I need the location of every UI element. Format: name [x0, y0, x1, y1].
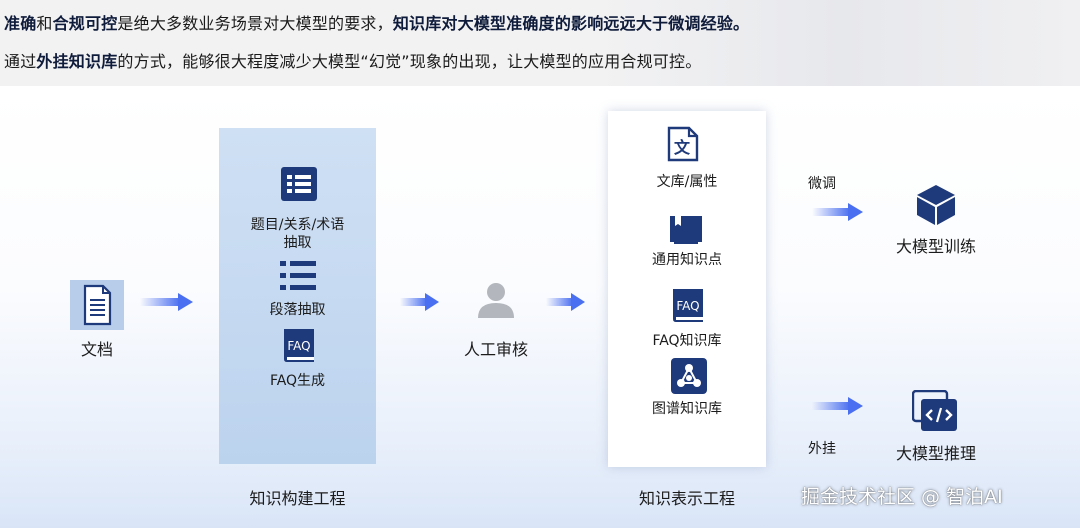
arrow-build-to-review — [400, 292, 440, 312]
faq-book-icon: FAQ — [281, 326, 317, 366]
target-inference-label: 大模型推理 — [895, 444, 976, 463]
bold-phrase: 知识库对大模型准确度的影响远远大于微调经验。 — [392, 14, 750, 33]
build-item-1-label-b: 抽取 — [283, 235, 312, 251]
target-training-label: 大模型训练 — [895, 237, 976, 256]
open-book-icon — [668, 214, 704, 246]
repr-item-3-label: FAQ知识库 — [652, 333, 722, 349]
person-icon — [476, 280, 516, 320]
text-phrase: 是绝大多数业务场景对大模型的要求， — [117, 14, 393, 33]
bold-phrase: 合规可控 — [52, 14, 118, 33]
arrow-finetune — [812, 202, 864, 222]
graph-icon — [671, 358, 707, 394]
branch-plugin-label: 外挂 — [808, 441, 836, 457]
header-line-2: 通过外挂知识库的方式，能够很大程度减少大模型“幻觉”现象的出现，让大模型的应用合… — [4, 48, 701, 72]
header-line-1: 准确和合规可控是绝大多数业务场景对大模型的要求，知识库对大模型准确度的影响远远大… — [4, 10, 749, 34]
svg-text:文: 文 — [674, 138, 691, 157]
document-label: 文档 — [80, 340, 113, 359]
repr-item-1-label: 文库/属性 — [656, 174, 718, 190]
text-phrase: 通过 — [4, 52, 37, 71]
build-item-2-label: 段落抽取 — [269, 302, 326, 318]
bold-phrase: 外挂知识库 — [36, 52, 118, 71]
paragraph-list-icon — [279, 260, 317, 292]
repr-item-2-label: 通用知识点 — [652, 252, 722, 268]
text-phrase: 和 — [36, 14, 53, 33]
document-icon — [70, 280, 124, 330]
branch-finetune-label: 微调 — [808, 176, 836, 192]
cube-icon — [916, 184, 956, 226]
list-card-icon — [280, 166, 318, 202]
faq-book-icon: FAQ — [670, 286, 706, 326]
review-label: 人工审核 — [463, 340, 528, 359]
repr-item-4-label: 图谱知识库 — [652, 401, 722, 417]
arrow-plugin — [812, 396, 864, 416]
build-item-1-label-a: 题目/关系/术语 — [250, 217, 345, 233]
code-window-icon — [911, 389, 958, 432]
arrow-review-to-repr — [546, 292, 586, 312]
arrow-doc-to-build — [140, 292, 194, 312]
svg-text:FAQ: FAQ — [287, 339, 310, 353]
text-doc-icon: 文 — [667, 126, 699, 162]
header-banner: 准确和合规可控是绝大多数业务场景对大模型的要求，知识库对大模型准确度的影响远远大… — [0, 0, 1080, 86]
repr-title: 知识表示工程 — [638, 489, 735, 508]
build-item-3-label: FAQ生成 — [269, 373, 326, 389]
bold-phrase: 准确 — [4, 14, 37, 33]
text-phrase: 的方式，能够很大程度减少大模型“幻觉”现象的出现，让大模型的应用合规可控。 — [117, 52, 702, 71]
svg-text:FAQ: FAQ — [676, 299, 699, 313]
build-title: 知识构建工程 — [249, 489, 346, 508]
watermark: 掘金技术社区 @ 智泊AI — [801, 486, 1003, 508]
